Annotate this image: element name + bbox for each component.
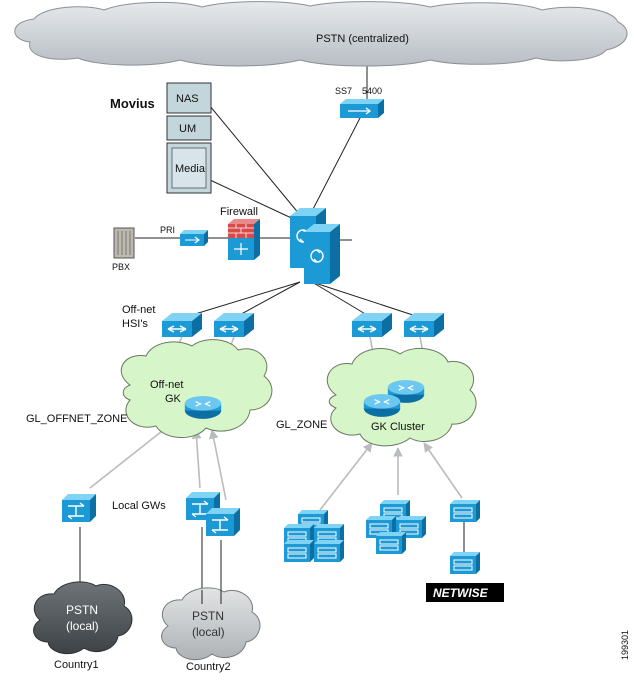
offnet-gk-cloud [120, 339, 273, 439]
ss7-5400-gateway-icon [340, 99, 384, 118]
5400-label: 5400 [362, 86, 382, 96]
hsi-3-icon [352, 313, 392, 337]
core-switch-secondary-icon [304, 224, 340, 284]
server-icon [450, 500, 480, 522]
gl-offnet-zone-label: GL_OFFNET_ZONE [26, 413, 127, 425]
firewall-label: Firewall [220, 206, 258, 218]
pstn-local-country2-cloud [161, 587, 261, 661]
server-icon [376, 532, 406, 554]
movius-label: Movius [110, 96, 155, 111]
gk-cluster-router-2-icon [363, 393, 401, 418]
gl-zone-label: GL_ZONE [276, 419, 327, 431]
gk-cluster-label: GK Cluster [371, 421, 425, 433]
local-gws-label: Local GWs [112, 500, 166, 512]
pstn-local-country1-line2: (local) [66, 619, 99, 633]
offnet-gk-router-icon [184, 395, 222, 420]
pstn-local-country1-line1: PSTN [66, 603, 98, 617]
country2-label: Country2 [186, 661, 231, 673]
pstn-local-country2-line2: (local) [192, 625, 225, 639]
server-cluster-middle [366, 500, 426, 554]
offnet-hsis-label-line2: HSI's [122, 318, 148, 330]
pri-label: PRI [160, 225, 175, 235]
movius-server-stack [166, 82, 212, 194]
media-label: Media [175, 163, 206, 175]
server-icon [284, 540, 314, 562]
pri-gateway-icon [180, 230, 208, 246]
netwise-devices [450, 500, 480, 574]
figure-id: 199301 [620, 630, 630, 660]
offnet-hsis-label-line1: Off-net [122, 304, 155, 316]
pbx-label: PBX [112, 262, 130, 272]
offnet-hsi-2-icon [214, 313, 254, 337]
country1-label: Country1 [54, 659, 99, 671]
pstn-local-country2-line1: PSTN [192, 609, 224, 623]
pstn-centralized-cloud [14, 1, 628, 67]
server-cluster-left [284, 510, 344, 562]
um-label: UM [179, 123, 196, 135]
pstn-centralized-label: PSTN (centralized) [316, 33, 409, 45]
server-icon [314, 540, 344, 562]
local-gw-country1-icon [62, 494, 96, 522]
offnet-gk-label-line2: GK [165, 393, 182, 405]
nas-label: NAS [176, 93, 199, 105]
ss7-label: SS7 [335, 86, 352, 96]
netwise-logo-text: NETWISE [433, 586, 489, 600]
pbx-icon [113, 227, 135, 259]
server-icon [450, 552, 480, 574]
hsi-4-icon [404, 313, 444, 337]
pstn-local-country1-cloud [33, 581, 133, 655]
offnet-gk-label-line1: Off-net [150, 379, 183, 391]
netwise-logo: NETWISE [426, 583, 504, 602]
local-gw-country2b-icon [206, 508, 240, 536]
firewall-icon [228, 219, 260, 260]
offnet-hsi-1-icon [162, 313, 202, 337]
